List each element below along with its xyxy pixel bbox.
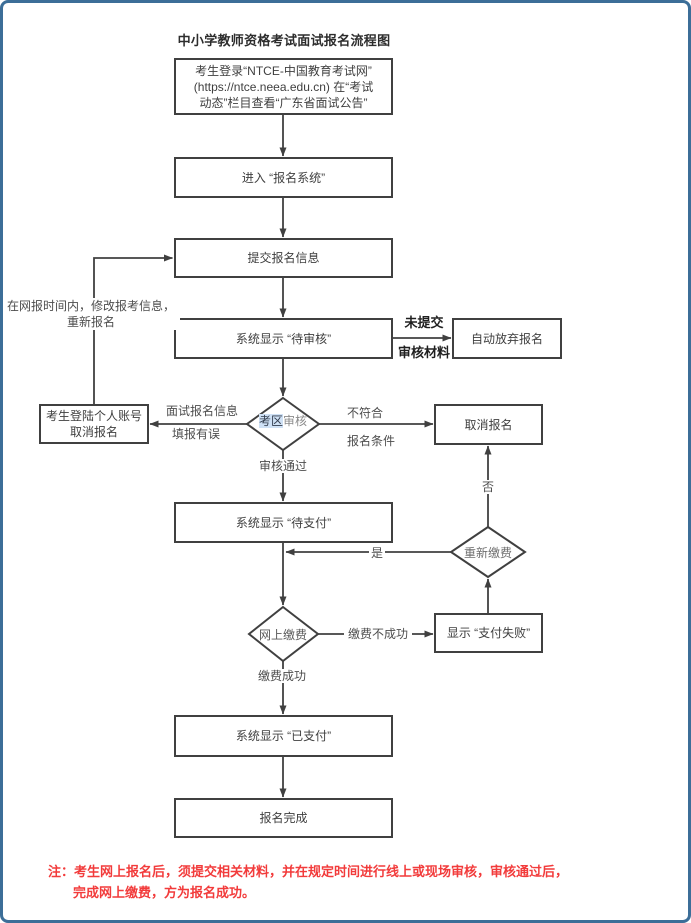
diamond-online-pay <box>247 605 320 663</box>
node-online-pay-label-text: 网上缴费 <box>258 628 307 642</box>
node-auto-abandon: 自动放弃报名 <box>452 318 562 359</box>
node-cancel-account: 考生登陆个人账号 取消报名 <box>39 404 149 444</box>
node-enter-system: 进入 “报名系统” <box>174 157 393 198</box>
label-redo-line1: 在网报时间内，修改报考信息， <box>6 299 175 313</box>
node-cancel-reg: 取消报名 <box>434 404 543 445</box>
label-no-submit-1: 未提交 <box>404 315 444 330</box>
label-redo-line2: 重新报名 <box>66 315 115 329</box>
node-paid: 系统显示 “已支付” <box>174 715 393 757</box>
node-repay-label-text: 重新缴费 <box>463 546 512 560</box>
footnote: 注：考生网上报名后，须提交相关材料，并在规定时间进行线上或现场审核，审核通过后，… <box>48 861 568 903</box>
node-repay-label: 重新缴费 <box>451 546 525 560</box>
node-submit-info-label: 提交报名信息 <box>247 251 320 265</box>
node-auto-abandon-label: 自动放弃报名 <box>470 331 543 346</box>
node-area-review-label-rest: 审核 <box>283 414 308 428</box>
node-enter-system-label: 进入 “报名系统” <box>241 170 326 185</box>
node-pending-review: 系统显示 “待审核” <box>174 318 393 359</box>
node-pending-pay: 系统显示 “待支付” <box>174 502 393 543</box>
node-online-pay-label: 网上缴费 <box>248 628 318 642</box>
label-wrong-info-1: 面试报名信息 <box>165 404 238 418</box>
label-yes: 是 <box>369 546 386 560</box>
node-submit-info: 提交报名信息 <box>174 238 393 278</box>
diamond-repay <box>449 525 527 579</box>
node-paid-label: 系统显示 “已支付” <box>235 729 332 743</box>
node-login-line1: 考生登录“NTCE-中国教育考试网” <box>195 63 372 78</box>
label-review-pass: 审核通过 <box>253 459 313 473</box>
node-pending-pay-label: 系统显示 “待支付” <box>235 515 332 530</box>
label-no-submit-2: 审核材料 <box>397 345 450 360</box>
node-cancel-account-line1: 考生登陆个人账号 <box>45 409 142 423</box>
label-not-meet-2: 报名条件 <box>347 434 396 448</box>
node-pay-fail: 显示 “支付失败” <box>434 613 543 653</box>
node-pay-fail-label: 显示 “支付失败” <box>446 626 531 640</box>
page-title: 中小学教师资格考试面试报名流程图 <box>177 33 391 48</box>
node-area-review-label: 考区审核 <box>247 414 319 428</box>
node-done: 报名完成 <box>174 798 393 838</box>
node-cancel-reg-label: 取消报名 <box>464 417 513 432</box>
node-login-line2: (https://ntce.neea.edu.cn) 在“考试 <box>193 79 374 94</box>
label-not-meet-1: 不符合 <box>347 406 384 420</box>
footnote-line2: 完成网上缴费，方为报名成功。 <box>73 885 256 900</box>
node-login: 考生登录“NTCE-中国教育考试网” (https://ntce.neea.ed… <box>174 58 393 115</box>
footnote-line1: 注：考生网上报名后，须提交相关材料，并在规定时间进行线上或现场审核，审核通过后， <box>48 864 569 879</box>
search-highlight: 考区 <box>258 414 283 428</box>
edge-cancel-account-to-submit <box>93 254 173 404</box>
node-login-line3: 动态”栏目查看“广东省面试公告” <box>199 95 368 110</box>
label-pay-not-ok: 缴费不成功 <box>344 627 412 641</box>
label-no: 否 <box>480 480 497 494</box>
node-cancel-account-line2: 取消报名 <box>69 425 118 439</box>
node-pending-review-label: 系统显示 “待审核” <box>235 331 332 346</box>
label-pay-ok: 缴费成功 <box>254 669 310 683</box>
node-done-label: 报名完成 <box>259 811 308 825</box>
label-wrong-info-2: 填报有误 <box>171 427 220 441</box>
label-redo: 在网报时间内，修改报考信息， 重新报名 <box>2 298 180 330</box>
